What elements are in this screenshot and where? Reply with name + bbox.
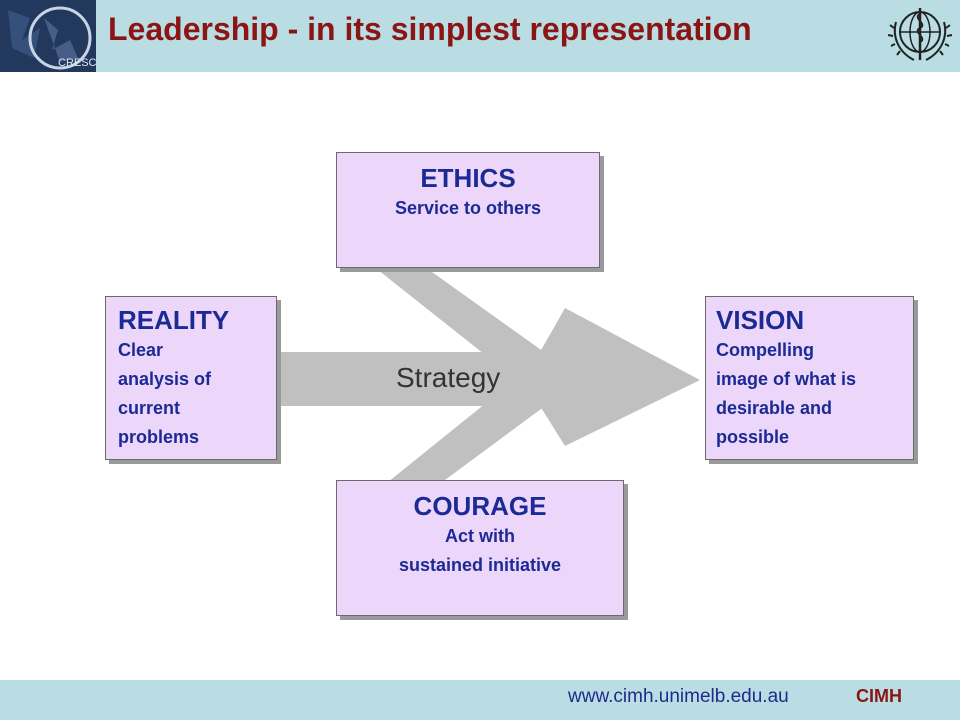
vision-title: VISION (716, 305, 805, 335)
strategy-label: Strategy (396, 362, 501, 393)
crest-motto-text: CRESCAT (58, 57, 96, 69)
reality-desc-line: problems (118, 427, 200, 447)
ethics-title: ETHICS (420, 163, 516, 193)
reality-desc-line: Clear (118, 340, 164, 360)
ethics-description: Service to others (394, 198, 542, 218)
courage-desc-line: sustained initiative (398, 555, 562, 575)
strategy-main-arrow (280, 308, 700, 446)
courage-converging-arrow (378, 366, 572, 500)
page-title: Leadership - in its simplest representat… (108, 11, 752, 47)
ethics-converging-arrow (378, 262, 572, 392)
ethics-box: ETHICS Service to others (336, 152, 600, 268)
vision-desc-line: desirable and (716, 398, 833, 418)
footer-bar (0, 680, 960, 720)
courage-desc-line: Act with (445, 526, 515, 546)
courage-box: COURAGE Act with sustained initiative (336, 480, 624, 616)
reality-desc-line: analysis of (118, 369, 212, 389)
header-bar (0, 0, 960, 72)
reality-box: REALITY Clear analysis of current proble… (105, 296, 277, 460)
footer-brand: CIMH (856, 686, 902, 706)
vision-box: VISION Compelling image of what is desir… (705, 296, 914, 460)
footer-url-link[interactable]: www.cimh.unimelb.edu.au (568, 686, 789, 707)
vision-desc-line: image of what is (716, 369, 857, 389)
reality-desc-line: current (118, 398, 181, 418)
vision-desc-line: Compelling (716, 340, 814, 360)
university-crest-logo: CRESCAT (0, 0, 96, 72)
courage-title: COURAGE (413, 491, 547, 521)
who-emblem-icon (884, 2, 956, 70)
vision-desc-line: possible (716, 427, 790, 447)
reality-title: REALITY (118, 305, 230, 335)
